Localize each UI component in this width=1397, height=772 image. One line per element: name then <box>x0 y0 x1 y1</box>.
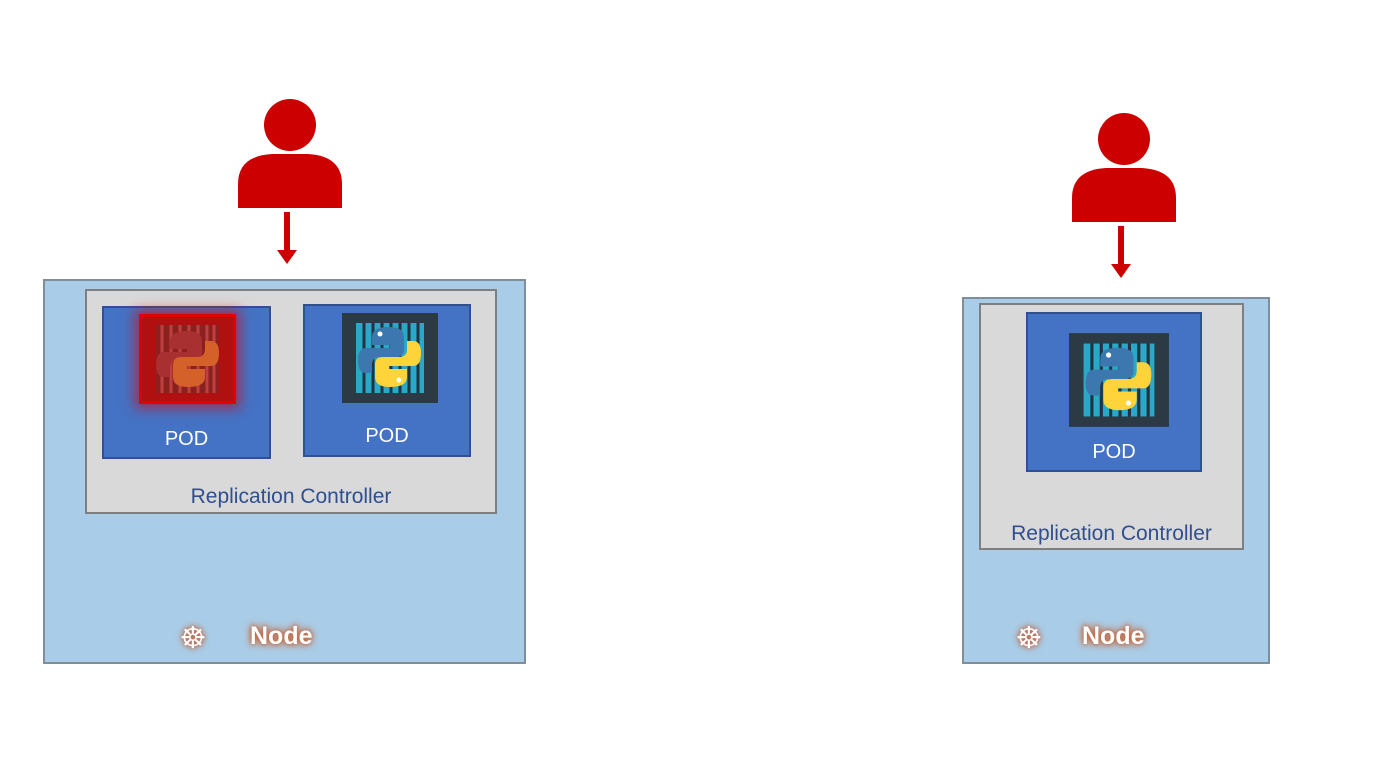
replication-controller-label: Replication Controller <box>1011 522 1212 545</box>
kubernetes-wheel-icon: ☸ <box>179 622 207 655</box>
arrow-down-icon <box>277 212 297 264</box>
node-label: Node <box>250 622 313 650</box>
pod-label: POD <box>1092 441 1136 463</box>
arrow-down-icon <box>1111 226 1131 278</box>
failed-container <box>139 314 236 404</box>
python-container-icon <box>342 313 438 403</box>
pod-label: POD <box>365 425 409 447</box>
user-icon <box>238 99 342 208</box>
kubernetes-wheel-icon: ☸ <box>1015 622 1043 655</box>
python-container-icon <box>1069 333 1169 427</box>
python-container-icon <box>156 325 219 393</box>
pod-label: POD <box>164 428 209 450</box>
node-label: Node <box>1082 622 1145 650</box>
replication-controller-label: Replication Controller <box>190 485 392 508</box>
user-icon <box>1072 113 1176 222</box>
